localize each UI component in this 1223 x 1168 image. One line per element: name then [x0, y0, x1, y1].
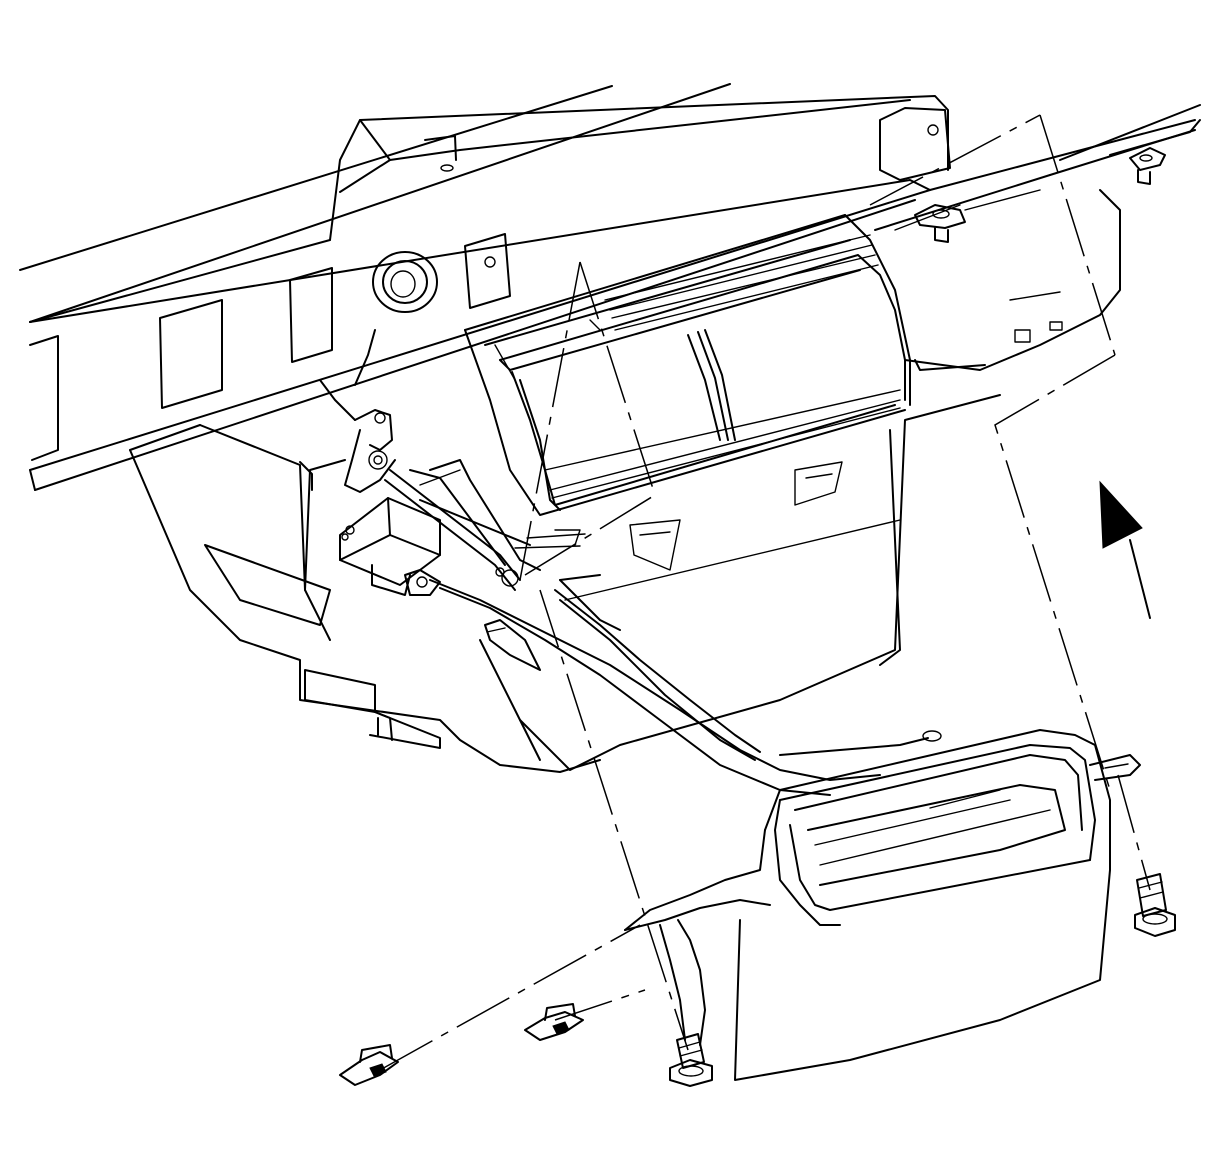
retaining-clip-left [339, 1044, 399, 1086]
control-cable [429, 579, 942, 796]
bolt-right [1134, 873, 1176, 937]
direction-arrow [1099, 480, 1151, 619]
mount-bracket-upper [914, 147, 1166, 243]
bolt-left [669, 1033, 713, 1087]
mode-door-actuator [319, 329, 586, 671]
blower-housing [464, 174, 1121, 516]
hvac-module-housing [129, 394, 1001, 773]
cross-car-beam [19, 83, 1201, 491]
exploded-leader-lines [379, 114, 1151, 1071]
retaining-clip-right [524, 1003, 584, 1041]
air-outlet-duct [624, 729, 1141, 1081]
